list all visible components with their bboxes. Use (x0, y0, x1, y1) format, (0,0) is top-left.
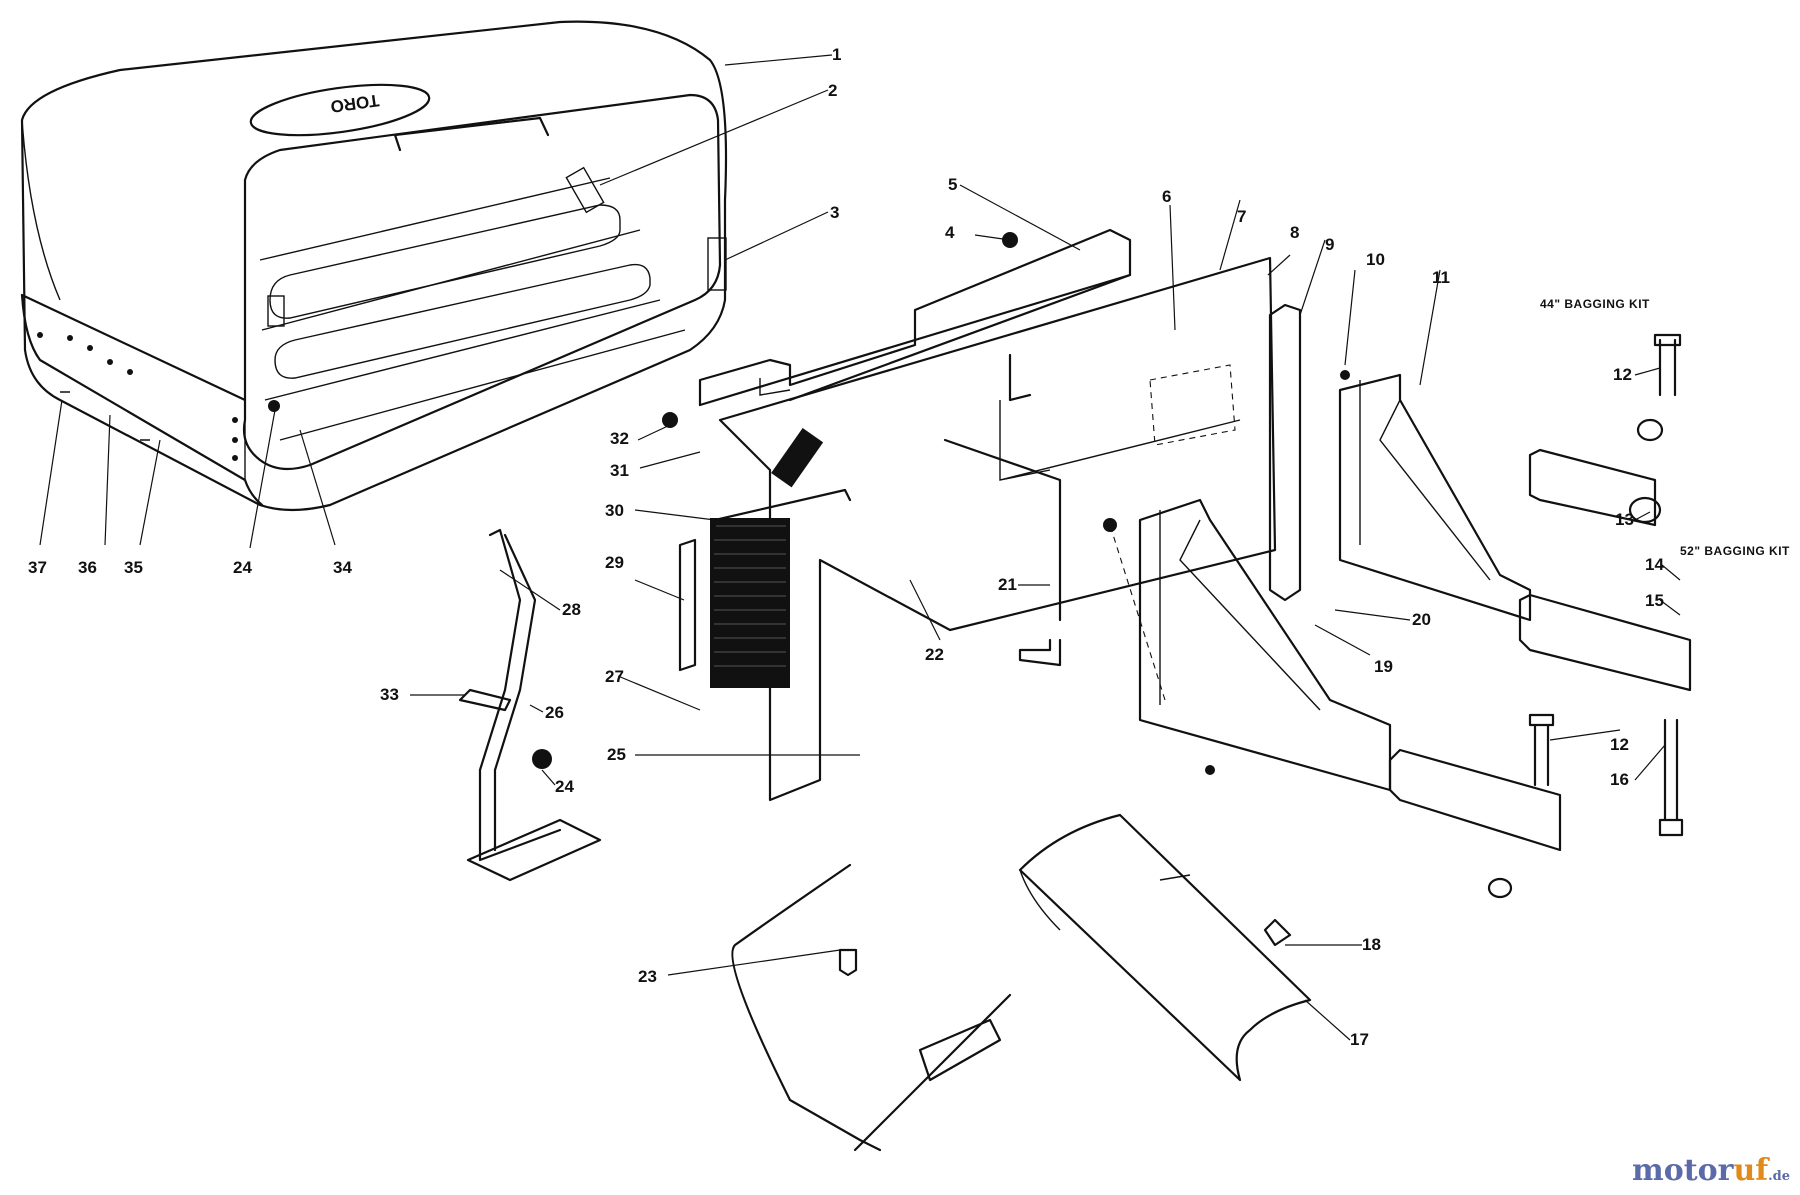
callout-24a: 24 (555, 777, 574, 796)
callout-16: 16 (1610, 770, 1629, 789)
watermark-suffix: .de (1768, 1169, 1790, 1184)
callout-8: 8 (1290, 223, 1299, 242)
leader-lines (39, 54, 1681, 1041)
callout-36: 36 (78, 558, 97, 577)
callout-12a: 12 (1613, 365, 1632, 384)
callout-3: 3 (830, 203, 839, 222)
callout-33: 33 (380, 685, 399, 704)
kit-label-44: 44" BAGGING KIT (1540, 297, 1650, 311)
callout-4: 4 (945, 223, 955, 242)
callout-5: 5 (948, 175, 957, 194)
callout-35: 35 (124, 558, 143, 577)
callout-22: 22 (925, 645, 944, 664)
callout-13: 13 (1615, 510, 1634, 529)
callout-6: 6 (1162, 187, 1171, 206)
callout-31: 31 (610, 461, 629, 480)
callout-26: 26 (545, 703, 564, 722)
watermark: motoruf.de (1632, 1153, 1790, 1188)
callout-7: 7 (1237, 207, 1246, 226)
lower-deflector-parts (458, 333, 1684, 1152)
callout-11: 11 (1432, 268, 1450, 287)
toro-logo-text: TORO (329, 91, 380, 117)
watermark-brand-a: motor (1632, 1153, 1735, 1188)
callout-37: 37 (28, 558, 47, 577)
callout-10: 10 (1366, 250, 1385, 269)
callout-19: 19 (1374, 657, 1393, 676)
svg-text:motoruf.de: motoruf.de (1632, 1153, 1790, 1188)
callout-12b: 12 (1610, 735, 1629, 754)
callout-27: 27 (605, 667, 624, 686)
callout-17: 17 (1350, 1030, 1369, 1049)
callout-15: 15 (1645, 591, 1664, 610)
callout-1: 1 (832, 45, 841, 64)
callout-32: 32 (610, 429, 629, 448)
callout-labels: 1 2 3 4 5 6 7 8 9 10 11 12 12 13 14 15 1… (28, 45, 1664, 1049)
kit-label-52: 52" BAGGING KIT (1680, 544, 1790, 558)
callout-20: 20 (1412, 610, 1431, 629)
callout-29: 29 (605, 553, 624, 572)
callout-28: 28 (562, 600, 581, 619)
callout-30: 30 (605, 501, 624, 520)
callout-2: 2 (828, 81, 837, 100)
callout-23: 23 (638, 967, 657, 986)
watermark-brand-b: uf (1733, 1153, 1770, 1188)
callout-25: 25 (607, 745, 626, 764)
callout-34: 34 (333, 558, 352, 577)
callout-9: 9 (1325, 235, 1334, 254)
callout-18: 18 (1362, 935, 1381, 954)
callout-14: 14 (1645, 555, 1664, 574)
callout-24b: 24 (233, 558, 252, 577)
callout-21: 21 (998, 575, 1017, 594)
